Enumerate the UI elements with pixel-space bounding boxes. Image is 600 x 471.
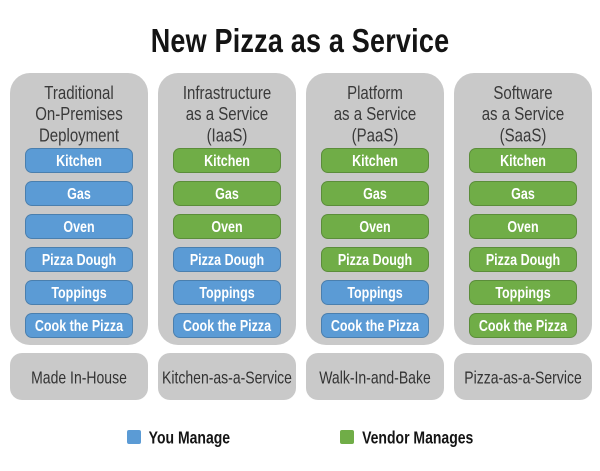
footer-label: Made In-House [31, 366, 127, 387]
legend: You Manage Vendor Manages [0, 427, 600, 447]
layer-label: Oven [507, 217, 539, 236]
footers-row: Made In-House Kitchen-as-a-Service Walk-… [10, 353, 592, 400]
layer-cook-the-pizza: Cook the Pizza [25, 313, 133, 338]
layer-toppings: Toppings [321, 280, 429, 305]
layer-gas: Gas [25, 181, 133, 206]
column-saas: Software as a Service (SaaS) Kitchen Gas… [454, 73, 592, 345]
layer-label: Cook the Pizza [34, 316, 124, 335]
layer-cook-the-pizza: Cook the Pizza [173, 313, 281, 338]
column-header-line: Platform [347, 82, 403, 104]
layer-label: Gas [363, 184, 387, 203]
layer-kitchen: Kitchen [25, 148, 133, 173]
footer-made-in-house: Made In-House [10, 353, 148, 400]
layer-pizza-dough: Pizza Dough [25, 247, 133, 272]
layer-stack: Kitchen Gas Oven Pizza Dough Toppings Co… [25, 148, 133, 338]
layer-cook-the-pizza: Cook the Pizza [469, 313, 577, 338]
column-header: Platform as a Service (PaaS) [317, 83, 433, 147]
legend-item-you-manage: You Manage [126, 427, 231, 447]
layer-label: Oven [63, 217, 95, 236]
column-paas: Platform as a Service (PaaS) Kitchen Gas… [306, 73, 444, 345]
column-header-line: Software [493, 82, 553, 104]
layer-kitchen: Kitchen [173, 148, 281, 173]
layer-gas: Gas [173, 181, 281, 206]
column-traditional-on-premises: Traditional On-Premises Deployment Kitch… [10, 73, 148, 345]
layer-label: Kitchen [352, 151, 398, 170]
layer-label: Pizza Dough [189, 250, 265, 269]
layer-label: Pizza Dough [337, 250, 413, 269]
column-header-line: as a Service [333, 103, 417, 126]
column-header: Traditional On-Premises Deployment [21, 83, 137, 147]
layer-label: Toppings [347, 283, 403, 302]
layer-kitchen: Kitchen [321, 148, 429, 173]
column-header-line: Traditional [44, 82, 114, 104]
vendor-manages-swatch-icon [340, 430, 355, 444]
layer-stack: Kitchen Gas Oven Pizza Dough Toppings Co… [469, 148, 577, 338]
footer-label: Pizza-as-a-Service [464, 366, 582, 387]
layer-toppings: Toppings [173, 280, 281, 305]
column-header: Software as a Service (SaaS) [465, 83, 581, 147]
column-header-line: Infrastructure [182, 82, 272, 104]
layer-label: Gas [215, 184, 239, 203]
layer-label: Oven [359, 217, 391, 236]
layer-pizza-dough: Pizza Dough [173, 247, 281, 272]
layer-label: Kitchen [204, 151, 250, 170]
legend-label: Vendor Manages [362, 427, 474, 447]
layer-gas: Gas [321, 181, 429, 206]
layer-oven: Oven [25, 214, 133, 239]
layer-label: Cook the Pizza [478, 316, 568, 335]
footer-kitchen-as-a-service: Kitchen-as-a-Service [158, 353, 296, 400]
layer-toppings: Toppings [25, 280, 133, 305]
layer-stack: Kitchen Gas Oven Pizza Dough Toppings Co… [321, 148, 429, 338]
layer-oven: Oven [321, 214, 429, 239]
layer-pizza-dough: Pizza Dough [321, 247, 429, 272]
layer-cook-the-pizza: Cook the Pizza [321, 313, 429, 338]
layer-oven: Oven [173, 214, 281, 239]
footer-label: Kitchen-as-a-Service [162, 366, 292, 387]
layer-label: Cook the Pizza [182, 316, 272, 335]
column-header-line: as a Service [185, 103, 269, 126]
column-header-line: (SaaS) [499, 125, 547, 147]
layer-label: Cook the Pizza [330, 316, 420, 335]
you-manage-swatch-icon [126, 430, 141, 444]
footer-walk-in-and-bake: Walk-In-and-Bake [306, 353, 444, 400]
column-iaas: Infrastructure as a Service (IaaS) Kitch… [158, 73, 296, 345]
column-header-line: as a Service [481, 103, 565, 126]
columns-row: Traditional On-Premises Deployment Kitch… [10, 73, 592, 345]
layer-label: Toppings [495, 283, 551, 302]
column-header-line: (PaaS) [351, 125, 399, 147]
page-title: New Pizza as a Service [150, 22, 450, 60]
layer-kitchen: Kitchen [469, 148, 577, 173]
layer-label: Kitchen [56, 151, 102, 170]
legend-item-vendor-manages: Vendor Manages [340, 427, 474, 447]
layer-stack: Kitchen Gas Oven Pizza Dough Toppings Co… [173, 148, 281, 338]
layer-label: Toppings [199, 283, 255, 302]
layer-pizza-dough: Pizza Dough [469, 247, 577, 272]
footer-label: Walk-In-and-Bake [319, 366, 431, 387]
layer-label: Kitchen [500, 151, 546, 170]
layer-label: Gas [511, 184, 535, 203]
layer-label: Pizza Dough [41, 250, 117, 269]
title-row: New Pizza as a Service [0, 22, 600, 60]
column-header-line: Deployment [38, 125, 120, 147]
layer-gas: Gas [469, 181, 577, 206]
layer-label: Pizza Dough [485, 250, 561, 269]
layer-label: Oven [211, 217, 243, 236]
layer-label: Toppings [51, 283, 107, 302]
footer-pizza-as-a-service: Pizza-as-a-Service [454, 353, 592, 400]
layer-oven: Oven [469, 214, 577, 239]
column-header-line: (IaaS) [206, 125, 248, 147]
column-header-line: On-Premises [35, 103, 123, 126]
layer-label: Gas [67, 184, 91, 203]
layer-toppings: Toppings [469, 280, 577, 305]
column-header: Infrastructure as a Service (IaaS) [169, 83, 285, 147]
legend-label: You Manage [148, 427, 231, 447]
